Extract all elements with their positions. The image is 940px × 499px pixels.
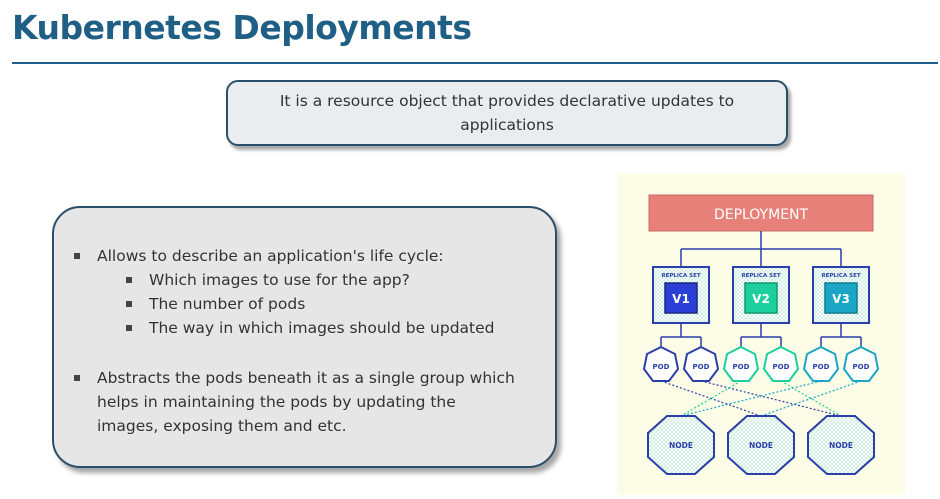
slide-title: Kubernetes Deployments	[12, 8, 472, 47]
replica-set-label: REPLICA SET	[821, 273, 861, 279]
bullet-item-life-cycle: Allows to describe an application's life…	[97, 247, 444, 265]
version-label-v2: V2	[752, 292, 770, 306]
pod-v1-b: POD	[682, 345, 720, 382]
bullet-item-abstracts-line1: Abstracts the pods beneath it as a singl…	[97, 369, 515, 387]
sub-bullet-marker	[126, 301, 132, 307]
pod-v2-b: POD	[762, 345, 800, 382]
definition-box: It is a resource object that provides de…	[226, 80, 788, 146]
pod-v3-a: POD	[802, 345, 840, 382]
deployment-connectors	[680, 231, 842, 267]
version-badge-v1	[664, 282, 698, 314]
node-1: NODE	[647, 415, 715, 475]
bullet-box: Allows to describe an application's life…	[52, 206, 557, 468]
pod-label: POD	[853, 363, 870, 371]
pod-node-connectors	[660, 380, 862, 417]
sub-bullet-images: Which images to use for the app?	[149, 271, 410, 289]
replica-set-v3: REPLICA SET V3	[812, 266, 870, 324]
bullet-marker	[74, 253, 80, 259]
pod-label: POD	[733, 363, 750, 371]
version-label-v3: V3	[832, 292, 850, 306]
version-badge-v2	[744, 282, 778, 314]
sub-bullet-marker	[126, 277, 132, 283]
pod-v2-a: POD	[722, 345, 760, 382]
version-label-v1: V1	[672, 292, 690, 306]
node-2: NODE	[727, 415, 795, 475]
pod-v3-b: POD	[842, 345, 880, 382]
sub-bullet-pods: The number of pods	[149, 295, 306, 313]
definition-text: It is a resource object that provides de…	[279, 92, 735, 134]
pod-label: POD	[693, 363, 710, 371]
version-badge-v3	[824, 282, 858, 314]
bullet-marker	[74, 375, 80, 381]
replica-set-v2: REPLICA SET V2	[732, 266, 790, 324]
pod-v1-a: POD	[642, 345, 680, 382]
bullet-item-abstracts-line2: helps in maintaining the pods by updatin…	[97, 393, 456, 411]
sub-bullet-update: The way in which images should be update…	[149, 319, 495, 337]
replica-pod-connectors	[660, 323, 862, 347]
sub-bullet-marker	[126, 325, 132, 331]
deployment-label: DEPLOYMENT	[714, 207, 809, 223]
deployment-box	[648, 194, 874, 232]
node-label: NODE	[669, 441, 693, 450]
deployment-diagram: DEPLOYMENT REPLICA SET V1 REPLICA SET V2	[617, 173, 905, 495]
node-label: NODE	[829, 441, 853, 450]
node-label: NODE	[749, 441, 773, 450]
pod-label: POD	[773, 363, 790, 371]
replica-set-label: REPLICA SET	[661, 273, 701, 279]
replica-set-v1: REPLICA SET V1	[652, 266, 710, 324]
deployment-diagram-svg: DEPLOYMENT REPLICA SET V1 REPLICA SET V2	[642, 194, 880, 475]
node-3: NODE	[807, 415, 875, 475]
title-underline	[12, 62, 938, 64]
bullet-item-abstracts-line3: images, exposing them and etc.	[97, 417, 347, 435]
replica-set-label: REPLICA SET	[741, 273, 781, 279]
pod-label: POD	[813, 363, 830, 371]
pod-label: POD	[653, 363, 670, 371]
